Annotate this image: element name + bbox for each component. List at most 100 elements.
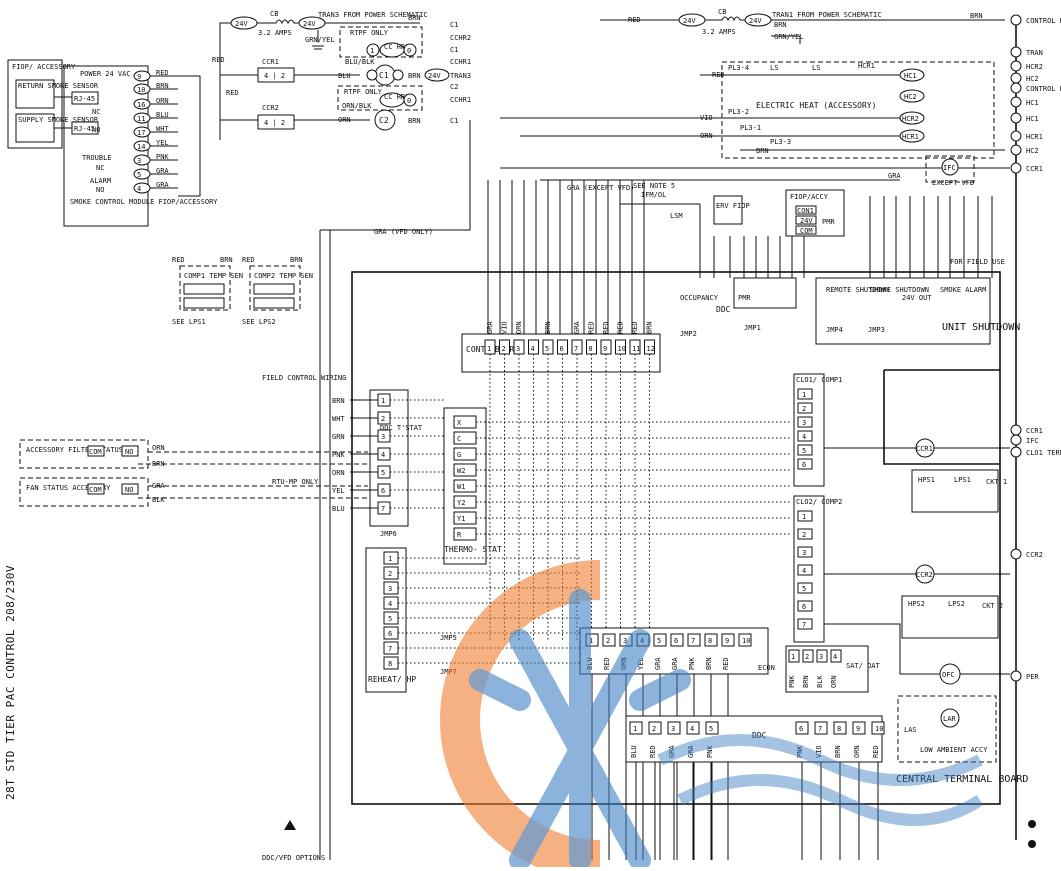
econ-pin-number: 6 [674,637,678,645]
clo-pin-number: 7 [802,621,806,629]
svg-text:SAT/ OAT: SAT/ OAT [846,662,881,670]
econ-pin-number: 2 [606,637,610,645]
svg-text:RJ-45: RJ-45 [74,125,95,133]
svg-text:BRN: BRN [408,117,421,125]
contl-pin-number: 10 [618,345,626,353]
right-terminal-label: CCR2 [1026,551,1043,559]
clo-pin [797,510,813,522]
svg-text:BRN: BRN [290,256,303,264]
svg-text:SMOKE SHUTDOWN: SMOKE SHUTDOWN [870,286,929,294]
right-terminal-node [1010,72,1022,84]
tstat-pin-number: 3 [381,433,385,441]
tstat-pin-number: 2 [381,415,385,423]
ddc-wire-color: PNK [796,745,804,758]
tstat-wire-color: ORN [332,469,345,477]
thermostat-terminal-label: W1 [457,483,465,491]
clo-pin [797,458,813,470]
svg-text:BRN: BRN [756,147,769,155]
smoke-terminal-number: 17 [137,129,145,137]
tran3-label: TRAN3 FROM POWER SCHEMATIC [318,11,428,19]
svg-text:C1: C1 [379,71,389,80]
svg-text:LPS2: LPS2 [948,600,965,608]
svg-text:JMP2: JMP2 [680,330,697,338]
svg-text:UNIT SHUTDOWN: UNIT SHUTDOWN [942,322,1020,333]
ddc-pin [814,721,828,735]
econ-pin [738,633,752,647]
svg-text:0: 0 [407,47,411,55]
tstat-pin-number: 4 [381,451,385,459]
svg-text:NO: NO [96,186,104,194]
top-wire-bundle: GRA (EXCEPT VFD) SEE NOTE 5 IFM/OL LSM E… [319,120,1005,860]
svg-text:CB: CB [718,8,726,16]
contl-pin-number: 2 [502,345,506,353]
svg-text:CLO1/ COMP1: CLO1/ COMP1 [796,376,842,384]
svg-text:TROUBLE: TROUBLE [82,154,112,162]
tran3-section: TRAN3 FROM POWER SCHEMATIC 24V CB 24V 3.… [212,10,428,140]
svg-text:3.2 AMPS: 3.2 AMPS [702,28,736,36]
tstat-pin-number: 1 [381,397,385,405]
clo-pin-number: 3 [802,549,806,557]
contl-board: CONTL BOARD 1GRA2VIO3ORN45BRN67GRA8RED9R… [461,321,661,640]
clo-pin [797,528,813,540]
right-terminal-label: HCR2 [1026,63,1043,71]
svg-text:CON1: CON1 [797,207,814,215]
tstat-pin-number: 5 [381,469,385,477]
sat-wire-color: PNK [788,675,796,688]
svg-text:CCHR1: CCHR1 [450,58,471,66]
side-title: 28T STD TIER PAC CONTROL 208/230V [4,564,17,800]
svg-text:OFC: OFC [942,671,955,679]
svg-text:CB: CB [270,10,278,18]
tstat-wire-color: BRN [332,397,345,405]
econ-wire-color: PNK [688,657,696,670]
sat-wire-color: ORN [830,675,838,688]
svg-text:JMP1: JMP1 [744,324,761,332]
contl-wire-color: GRA [486,321,494,334]
svg-text:FAN STATUS ACCESSORY: FAN STATUS ACCESSORY [26,484,111,492]
svg-text:CCR2: CCR2 [262,104,279,112]
svg-text:GRN/YEL: GRN/YEL [774,33,804,41]
svg-text:C1: C1 [450,117,458,125]
thermostat-terminal-label: Y2 [457,499,465,507]
svg-text:GRA (EXCEPT VFD): GRA (EXCEPT VFD) [567,184,634,192]
right-terminal-label: HCR1 [1026,133,1043,141]
clo-pin-number: 3 [802,419,806,427]
svg-text:REMOTE SHUTDOWN: REMOTE SHUTDOWN [826,286,889,294]
contl-pin-number: 12 [647,345,655,353]
right-terminal-node [1010,548,1022,560]
svg-text:LSM: LSM [670,212,683,220]
reheat-pin-number: 4 [388,600,392,608]
ddc-wire-color: GRA [668,745,676,758]
svg-text:LAS: LAS [904,726,917,734]
right-terminal-node [1010,670,1022,682]
svg-text:LS: LS [812,64,820,72]
right-terminal-label: HC2 [1026,147,1039,155]
ddc-pin-number: 2 [652,725,656,733]
ddc-pin-number: 9 [856,725,860,733]
smoke-wire-color: GRA [156,167,169,175]
ifc-section: IFC EXCEPT VFD GRA [500,155,1010,187]
svg-text:24V: 24V [683,17,696,25]
econ-wire-color: RED [722,657,730,670]
reheat-pin-number: 7 [388,645,392,653]
econ-pin [687,633,701,647]
svg-text:SUPPLY SMOKE SENSOR: SUPPLY SMOKE SENSOR [18,116,99,124]
svg-text:ALARM: ALARM [90,177,111,185]
svg-text:POWER 24 VAC: POWER 24 VAC [80,70,131,78]
svg-text:24V: 24V [235,20,248,28]
main-control-board [351,271,1001,805]
svg-text:LPS1: LPS1 [954,476,971,484]
svg-text:NO: NO [92,126,100,134]
sat-pin-number: 1 [791,653,795,661]
econ-pin-number: 1 [589,637,593,645]
svg-text:RED: RED [242,256,255,264]
contl-pin-number: 8 [589,345,593,353]
electric-heat-section: ELECTRIC HEAT (ACCESSORY) PL3-4 RED LS L… [500,61,1005,159]
econ-wire-color: BRN [705,657,713,670]
thermostat-terminal-label: R [457,531,462,539]
svg-text:IFM/OL: IFM/OL [641,191,666,199]
ddc-pin [795,721,809,735]
svg-text:ECON: ECON [758,664,775,672]
reheat-pin-number: 6 [388,630,392,638]
clo-pin [797,564,813,576]
